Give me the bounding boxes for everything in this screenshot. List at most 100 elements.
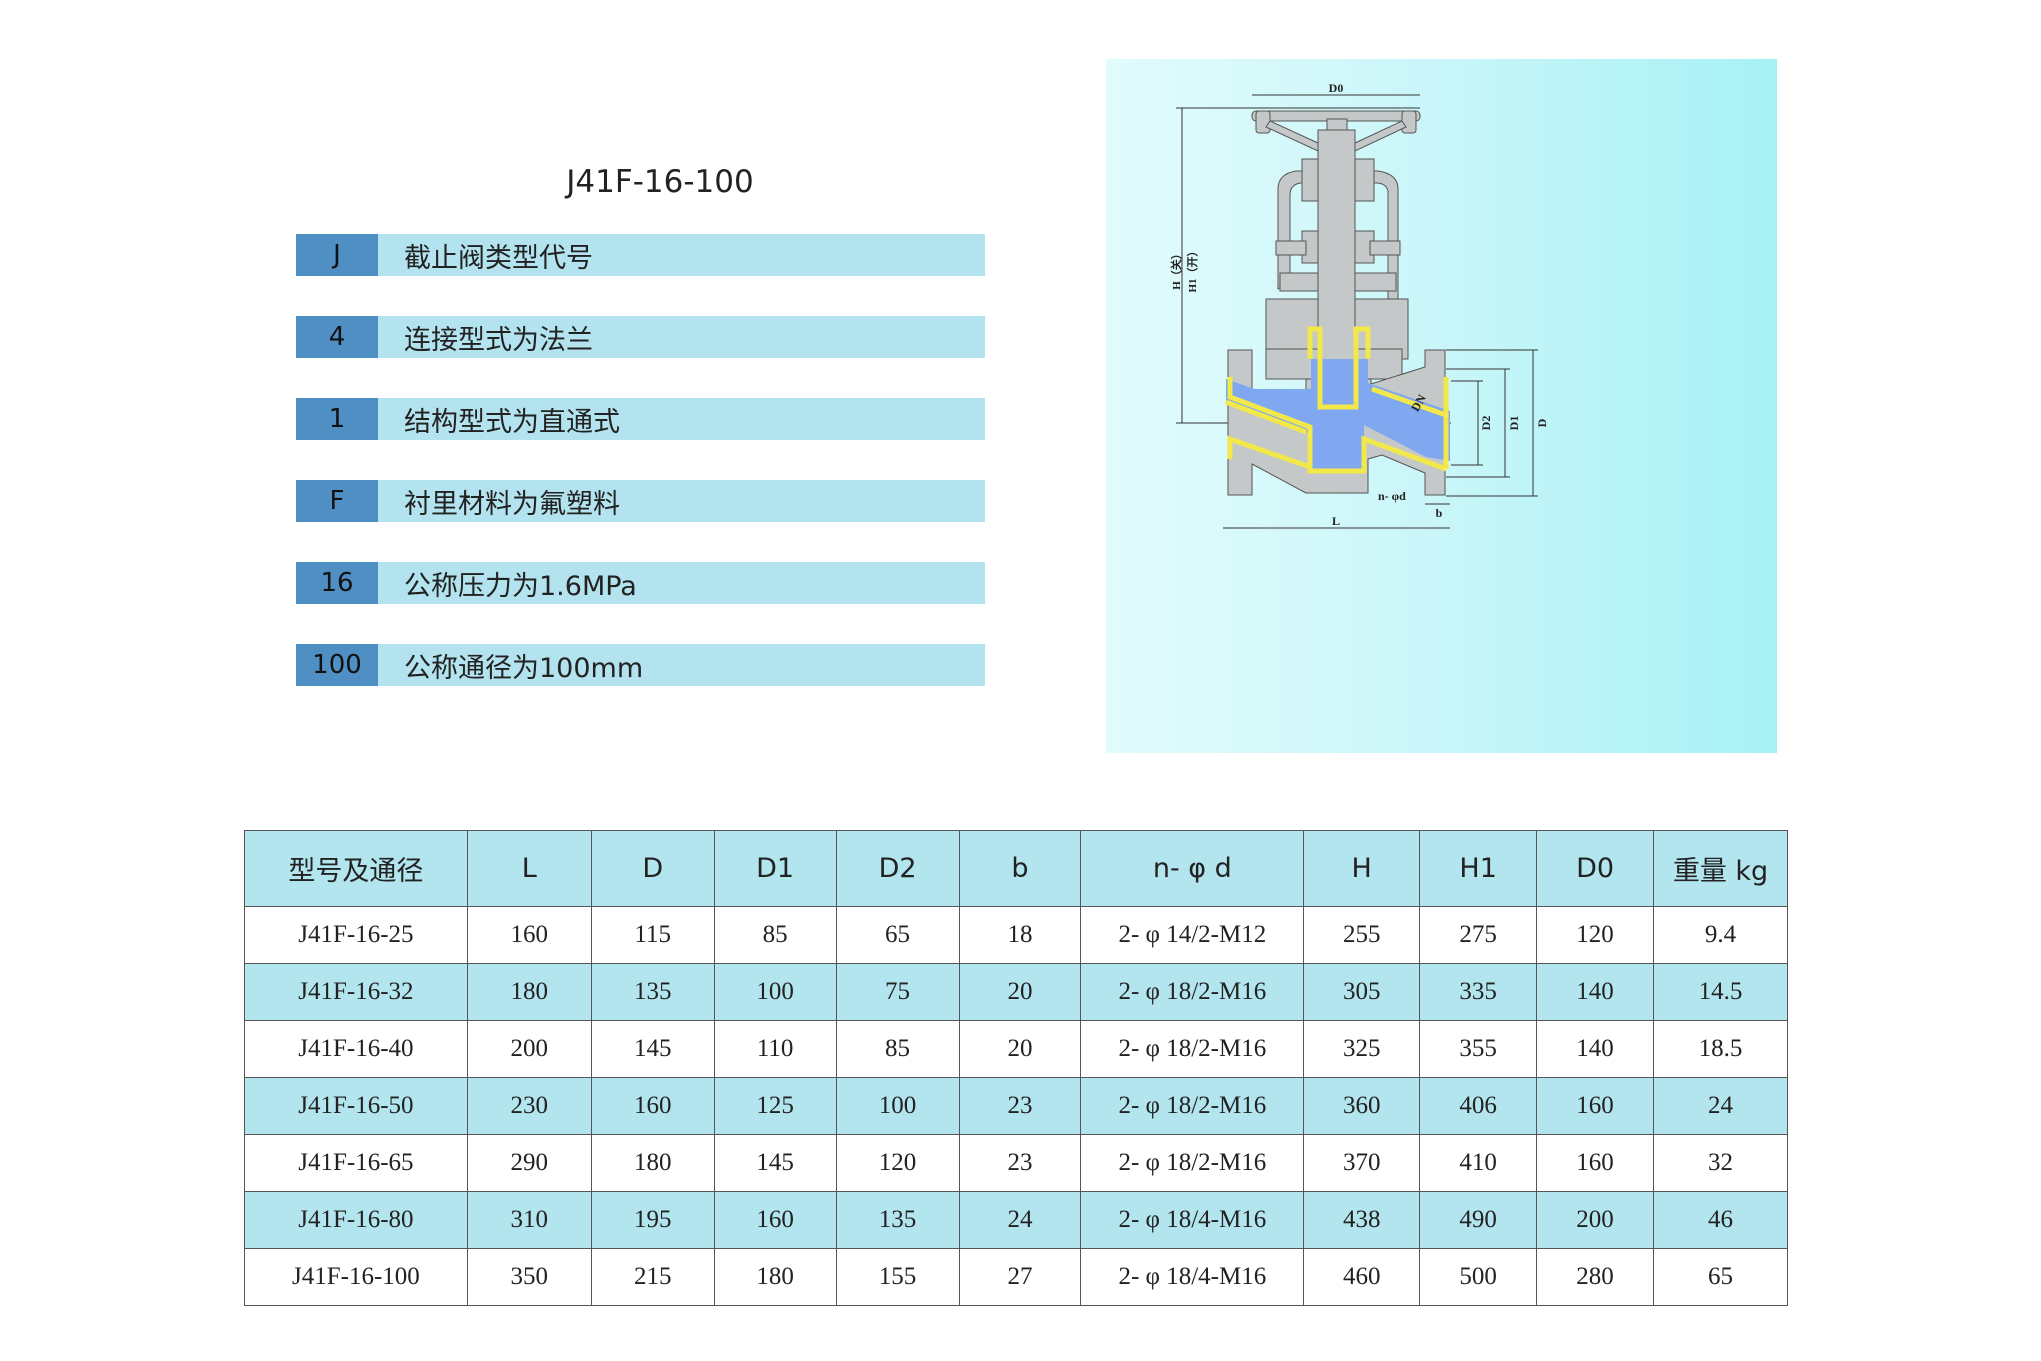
legend-code: F: [296, 480, 378, 522]
table-cell: 355: [1419, 1020, 1538, 1078]
table-cell: 310: [466, 1191, 592, 1249]
table-cell: 23: [958, 1134, 1082, 1192]
table-cell: 180: [713, 1248, 837, 1306]
table-cell: J41F-16-25: [244, 906, 468, 964]
table-cell: 155: [835, 1248, 960, 1306]
table-cell: 115: [590, 906, 715, 964]
table-cell: 350: [466, 1248, 592, 1306]
label-d1: D1: [1507, 416, 1521, 431]
dimension-labels: D0 L b n- φd D2 D1 D DN H（关） H1（开）: [1169, 81, 1549, 528]
header-b: b: [958, 830, 1082, 907]
label-h1: H1（开）: [1186, 245, 1199, 292]
legend-text: 公称压力为1.6MPa: [404, 570, 637, 602]
table-cell: 100: [713, 963, 837, 1021]
table-cell: 2- φ 18/2-M16: [1080, 1077, 1305, 1135]
fluid-channel: [1226, 359, 1450, 469]
table-cell: 140: [1536, 963, 1655, 1021]
legend-code: J: [296, 234, 378, 276]
legend-text: 结构型式为直通式: [404, 406, 620, 438]
table-cell: 18: [958, 906, 1082, 964]
table-cell: 160: [1536, 1077, 1655, 1135]
table-cell: 14.5: [1653, 963, 1788, 1021]
table-cell: 65: [1653, 1248, 1788, 1306]
table-cell: 160: [466, 906, 592, 964]
label-d2: D2: [1479, 416, 1493, 431]
header-h: H: [1303, 830, 1421, 907]
table-cell: 135: [590, 963, 715, 1021]
table-cell: J41F-16-32: [244, 963, 468, 1021]
valve-diagram: D0 L b n- φd D2 D1 D DN H（关） H1（开）: [1106, 59, 1777, 753]
table-cell: 215: [590, 1248, 715, 1306]
table-cell: 230: [466, 1077, 592, 1135]
spec-table: 型号及通径 L D D1 D2 b n- φ d H H1 D0 重量 kg J…: [244, 830, 1788, 1306]
table-cell: J41F-16-40: [244, 1020, 468, 1078]
label-b: b: [1436, 506, 1443, 520]
table-cell: 180: [590, 1134, 715, 1192]
header-n-phi-d: n- φ d: [1080, 830, 1305, 907]
legend-text: 截止阀类型代号: [404, 242, 593, 274]
table-cell: 280: [1536, 1248, 1655, 1306]
table-cell: 275: [1419, 906, 1538, 964]
header-h1: H1: [1419, 830, 1538, 907]
header-weight: 重量 kg: [1653, 830, 1788, 907]
table-cell: 360: [1303, 1077, 1421, 1135]
header-d: D: [590, 830, 715, 907]
header-model: 型号及通径: [244, 830, 468, 907]
table-cell: 195: [590, 1191, 715, 1249]
legend-item: F 衬里材料为氟塑料: [296, 480, 985, 522]
table-cell: 160: [590, 1077, 715, 1135]
table-cell: 85: [713, 906, 837, 964]
legend-text: 衬里材料为氟塑料: [404, 488, 620, 520]
table-cell: 27: [958, 1248, 1082, 1306]
table-cell: 255: [1303, 906, 1421, 964]
ptfe-lining: [1225, 326, 1449, 474]
label-h: H（关）: [1169, 248, 1183, 290]
table-cell: 460: [1303, 1248, 1421, 1306]
legend-code: 100: [296, 644, 378, 686]
table-cell: 410: [1419, 1134, 1538, 1192]
valve-cross-section: D0 L b n- φd D2 D1 D DN H（关） H1（开）: [1169, 81, 1549, 529]
table-cell: 24: [958, 1191, 1082, 1249]
table-cell: 200: [1536, 1191, 1655, 1249]
table-cell: J41F-16-80: [244, 1191, 468, 1249]
table-cell: 290: [466, 1134, 592, 1192]
table-cell: 160: [1536, 1134, 1655, 1192]
table-cell: 125: [713, 1077, 837, 1135]
label-n-phi-d: n- φd: [1378, 489, 1406, 503]
table-cell: 46: [1653, 1191, 1788, 1249]
table-cell: 23: [958, 1077, 1082, 1135]
table-cell: J41F-16-100: [244, 1248, 468, 1306]
table-cell: 325: [1303, 1020, 1421, 1078]
table-cell: 2- φ 18/2-M16: [1080, 1134, 1305, 1192]
table-cell: 18.5: [1653, 1020, 1788, 1078]
table-cell: 24: [1653, 1077, 1788, 1135]
table-cell: 135: [835, 1191, 960, 1249]
table-cell: 9.4: [1653, 906, 1788, 964]
label-l: L: [1332, 514, 1340, 528]
table-cell: 200: [466, 1020, 592, 1078]
table-cell: 20: [958, 963, 1082, 1021]
legend-item: J 截止阀类型代号: [296, 234, 985, 276]
table-cell: 120: [1536, 906, 1655, 964]
legend-text: 公称通径为100mm: [404, 652, 644, 684]
legend-code: 16: [296, 562, 378, 604]
legend-code: 1: [296, 398, 378, 440]
table-cell: 500: [1419, 1248, 1538, 1306]
header-d2: D2: [835, 830, 960, 907]
table-cell: 75: [835, 963, 960, 1021]
table-cell: 110: [713, 1020, 837, 1078]
table-cell: 65: [835, 906, 960, 964]
table-cell: 2- φ 14/2-M12: [1080, 906, 1305, 964]
table-cell: J41F-16-65: [244, 1134, 468, 1192]
table-cell: 145: [590, 1020, 715, 1078]
label-d0: D0: [1329, 81, 1344, 95]
table-cell: 2- φ 18/4-M16: [1080, 1248, 1305, 1306]
table-cell: J41F-16-50: [244, 1077, 468, 1135]
table-cell: 100: [835, 1077, 960, 1135]
legend-text: 连接型式为法兰: [404, 324, 593, 356]
header-d0: D0: [1536, 830, 1655, 907]
